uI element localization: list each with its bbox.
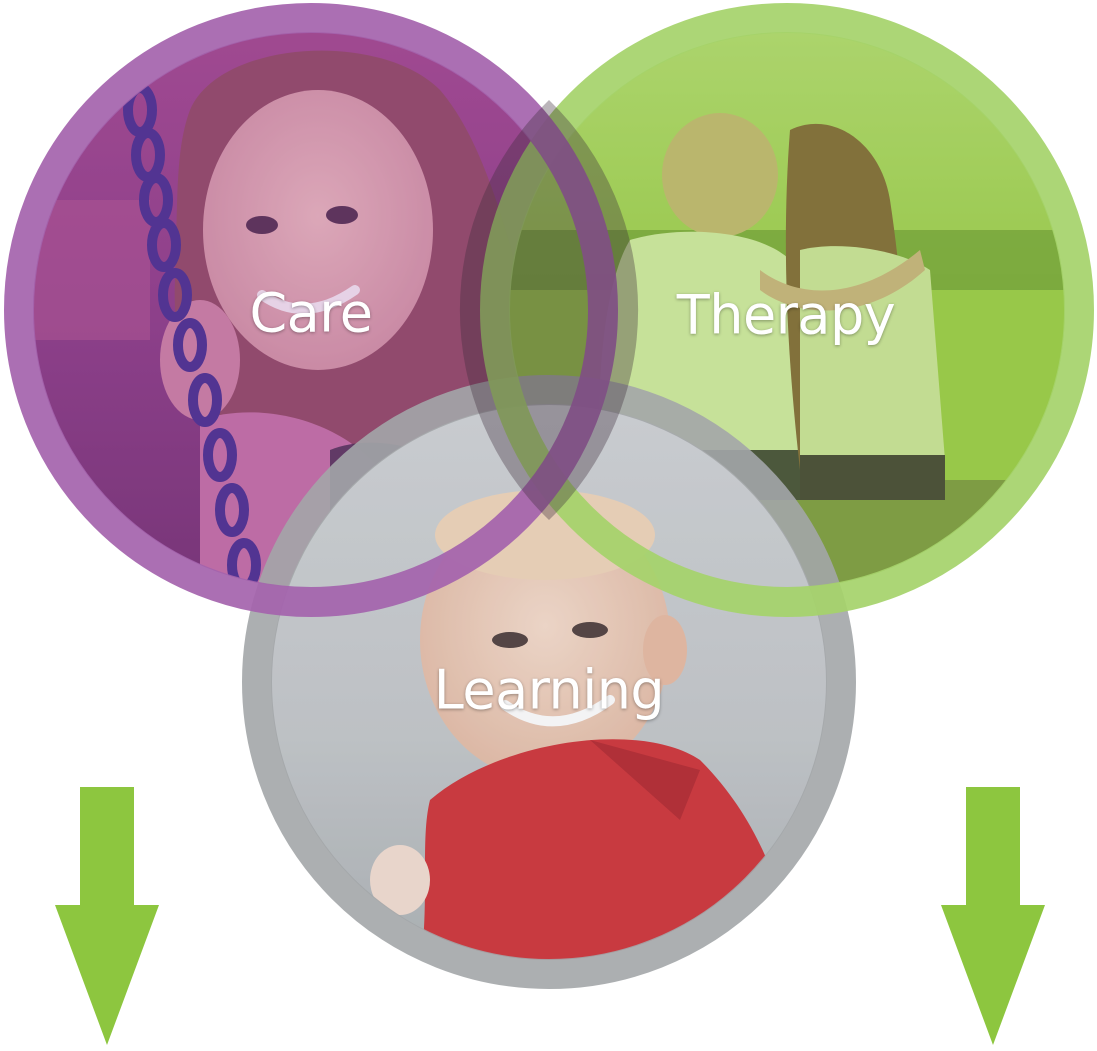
therapy-ring xyxy=(480,3,1094,617)
care-photo xyxy=(33,32,589,588)
care-ring xyxy=(4,3,618,617)
learning-ring xyxy=(242,375,856,989)
arrow-down-icon xyxy=(941,787,1045,1045)
learning-label: Learning xyxy=(433,658,665,722)
arrow-down-icon xyxy=(55,787,159,1045)
care-label: Care xyxy=(249,281,373,345)
overlap-shading xyxy=(459,100,639,520)
therapy-label: Therapy xyxy=(676,283,896,347)
